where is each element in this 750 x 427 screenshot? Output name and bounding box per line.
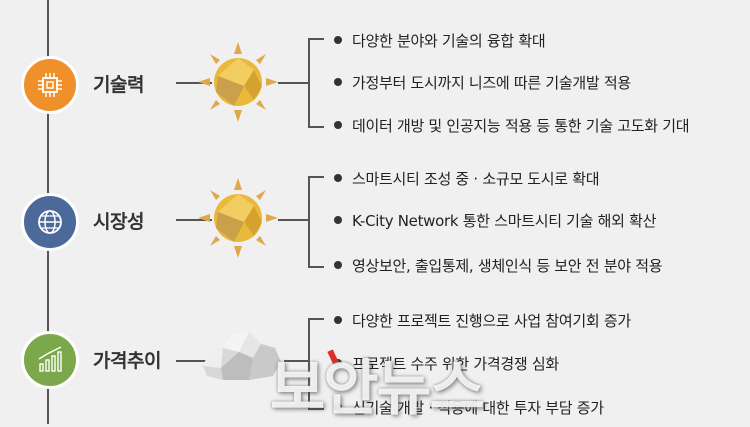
item-bracket (308, 318, 324, 410)
watermark: 보안뉴스 (270, 354, 485, 424)
connector-line (176, 360, 212, 362)
growth-chart-icon (38, 346, 62, 372)
bullet-dot (334, 316, 342, 324)
connector-line (176, 219, 212, 221)
market-circle (21, 193, 79, 251)
list-item: 다양한 분야와 기술의 융합 확대 (352, 32, 546, 50)
bullet-dot (334, 78, 342, 86)
sun-icon (198, 42, 278, 122)
category-label-market: 시장성 (93, 211, 144, 233)
list-item: 영상보안, 출입통제, 생체인식 등 보안 전 분야 적용 (352, 257, 663, 275)
connector-line (278, 219, 308, 221)
price-circle (21, 331, 79, 389)
bullet-dot (334, 216, 342, 224)
bullet-dot (334, 121, 342, 129)
connector-line (278, 82, 308, 84)
category-label-tech: 기술력 (93, 74, 144, 96)
item-bracket (308, 176, 324, 268)
globe-icon (38, 210, 62, 234)
list-item: 다양한 프로젝트 진행으로 사업 참여기회 증가 (352, 312, 631, 330)
bullet-dot (334, 403, 342, 411)
sun-icon (198, 178, 278, 258)
bullet-dot (334, 359, 342, 367)
list-item: 데이터 개방 및 인공지능 적용 등 통한 기술 고도화 기대 (352, 117, 690, 135)
chip-icon (38, 73, 62, 97)
bullet-dot (334, 261, 342, 269)
tech-circle (21, 56, 79, 114)
list-item: 가정부터 도시까지 니즈에 따른 기술개발 적용 (352, 74, 631, 92)
list-item: 신기술 개발 · 적용에 대한 투자 부담 증가 (352, 399, 604, 417)
list-item: 스마트시티 조성 중 · 소규모 도시로 확대 (352, 170, 600, 188)
list-item: 프로젝트 수주 위한 가격경쟁 심화 (352, 355, 559, 373)
connector-line (284, 360, 308, 362)
cloud-icon (203, 332, 281, 380)
bullet-dot (334, 36, 342, 44)
category-label-price: 가격추이 (93, 350, 161, 372)
bullet-dot (334, 174, 342, 182)
item-bracket (308, 38, 324, 128)
connector-line (176, 82, 212, 84)
list-item: K-City Network 통한 스마트시티 기술 해외 확산 (352, 212, 657, 230)
